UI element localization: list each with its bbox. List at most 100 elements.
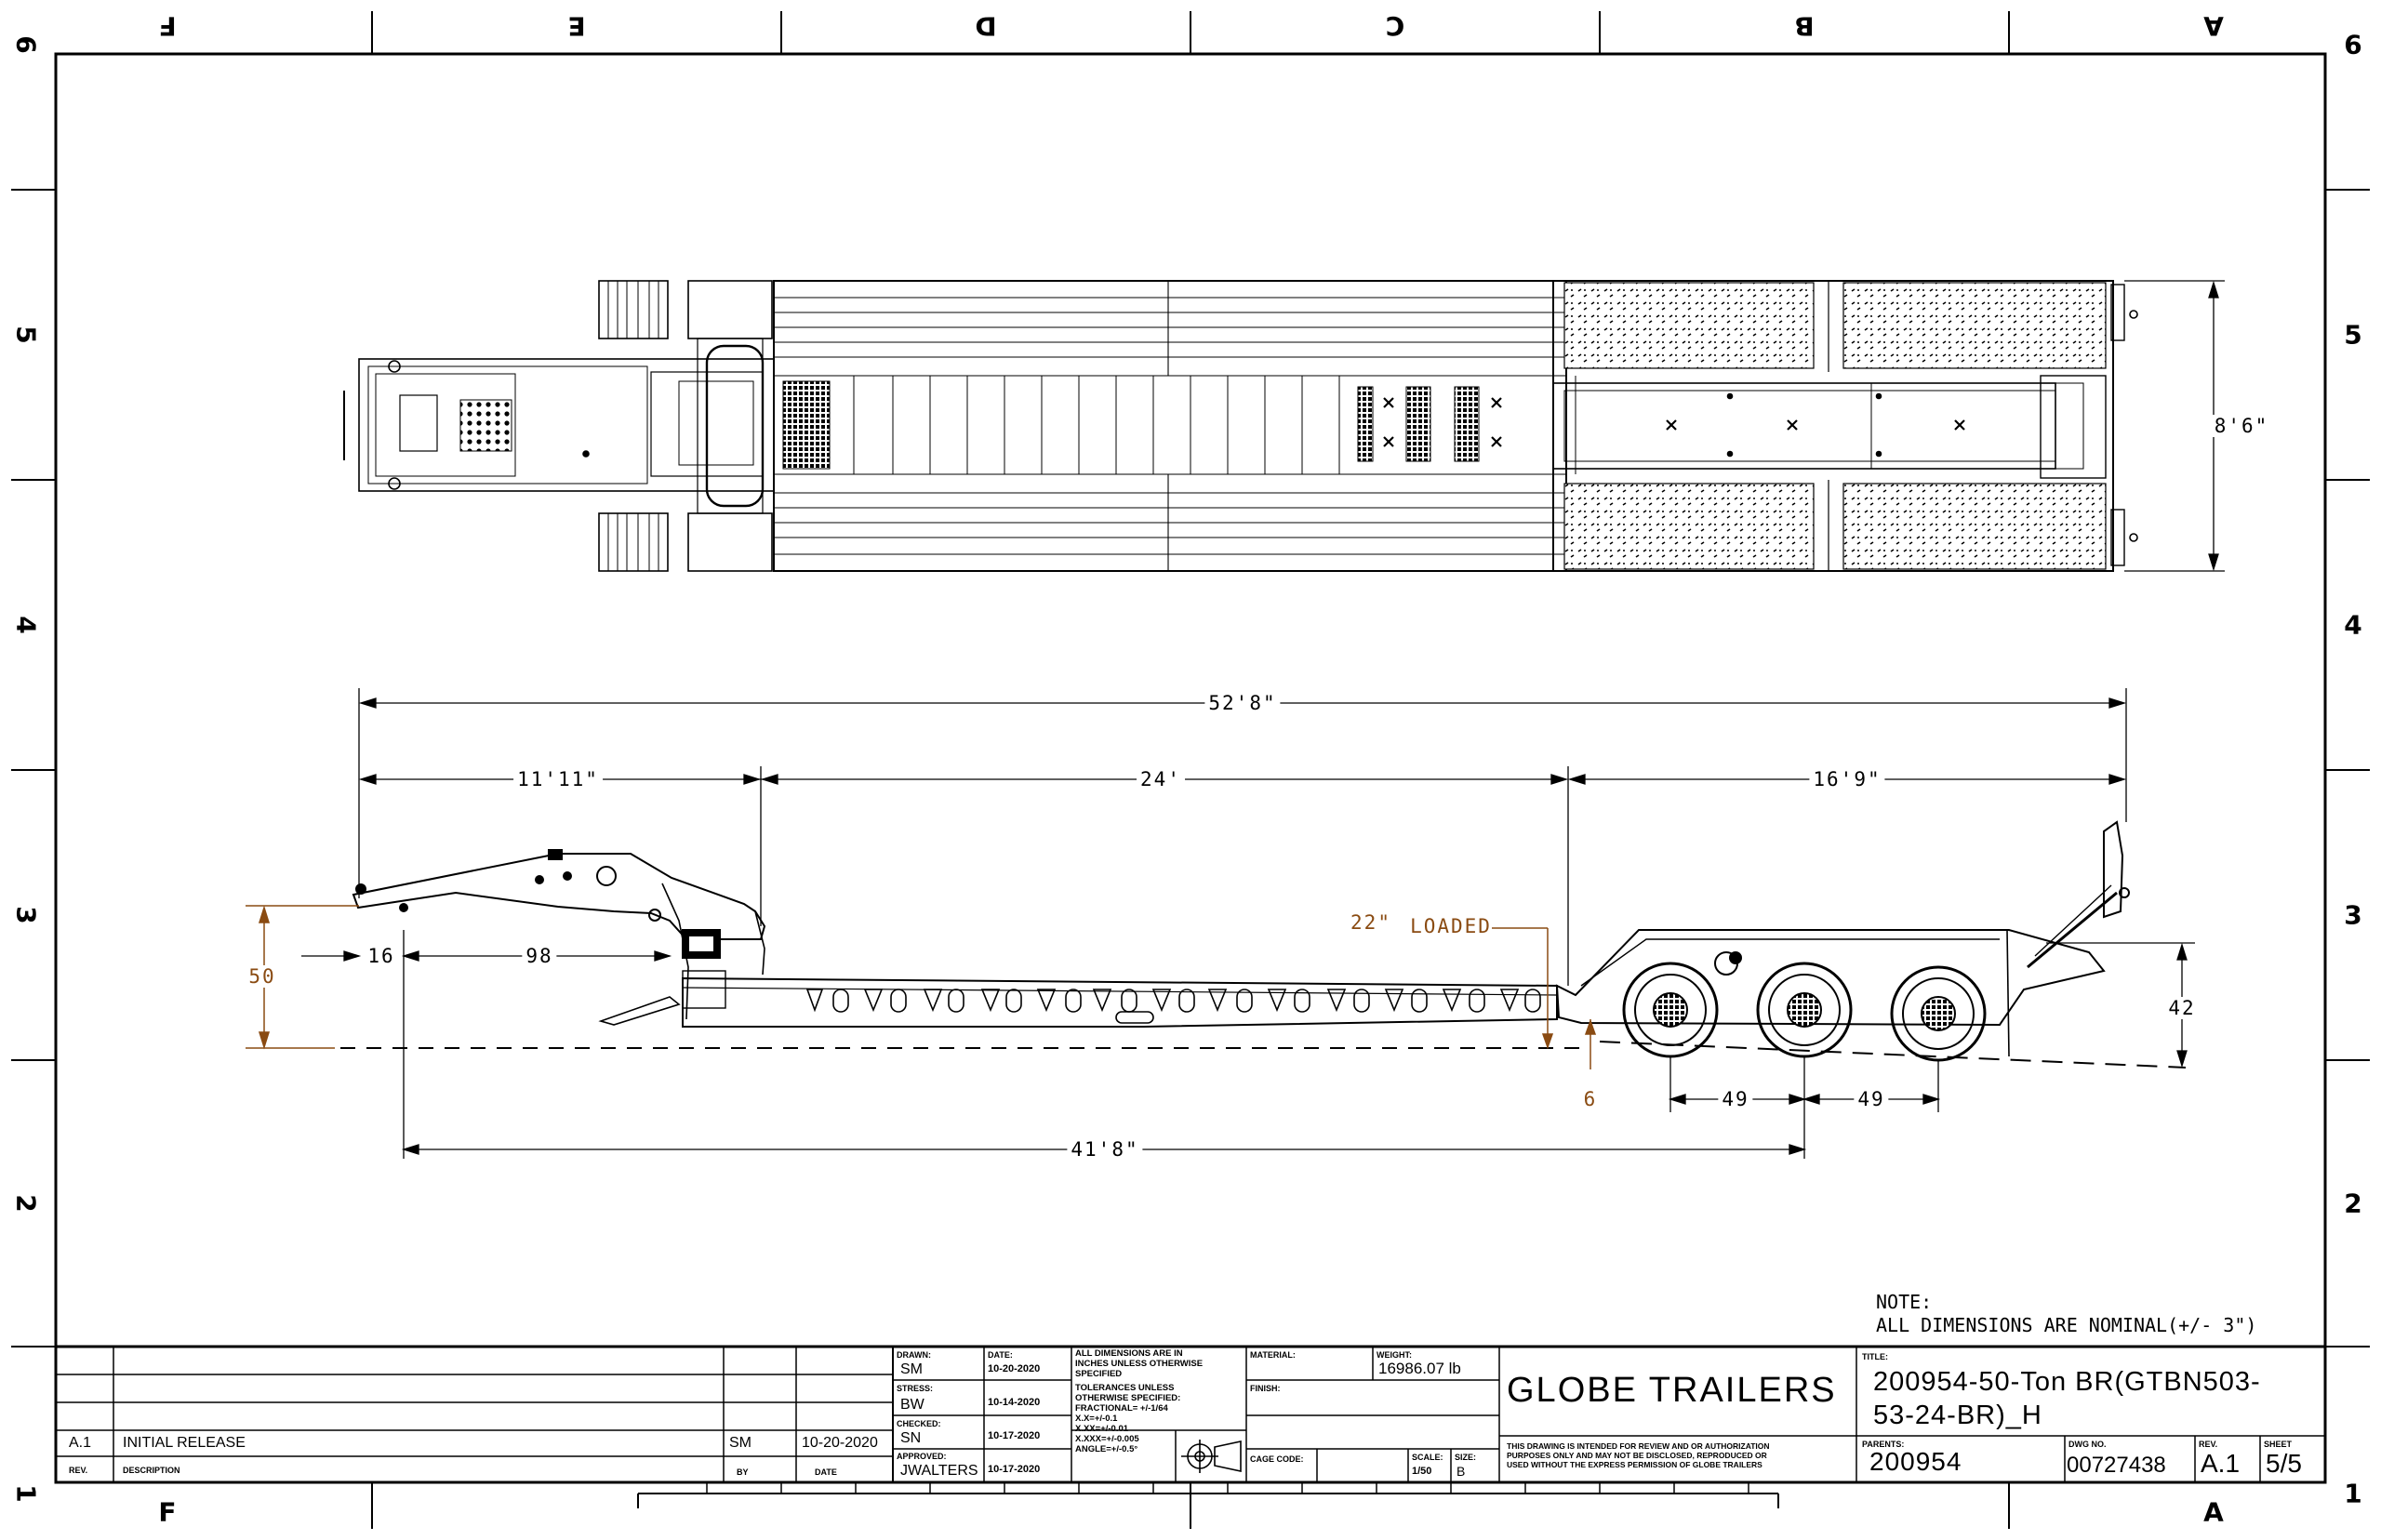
zone-row-left-5: 5 <box>10 325 42 344</box>
zone-col-top-f: F <box>158 10 177 42</box>
zone-row-right-1: 1 <box>2344 1478 2362 1509</box>
dim-width-label: 8'6" <box>2210 415 2273 437</box>
size-value: B <box>1457 1464 1466 1479</box>
dim-deck-label: 24' <box>1137 768 1185 790</box>
rev-header-date: DATE <box>815 1467 837 1477</box>
parents-value: 200954 <box>1869 1447 1962 1476</box>
wheel-rear <box>1890 965 1987 1062</box>
tolerance-note: ALL DIMENSIONS ARE IN INCHES UNLESS OTHE… <box>1075 1348 1203 1454</box>
parents-caption: PARENTS: <box>1862 1440 1905 1449</box>
date-caption: DATE: <box>988 1350 1013 1360</box>
rev-entry-by: SM <box>729 1435 752 1451</box>
approved-caption: APPROVED: <box>897 1452 947 1461</box>
finish-caption: FINISH: <box>1250 1384 1281 1393</box>
disclaimer: THIS DRAWING IS INTENDED FOR REVIEW AND … <box>1507 1441 1770 1469</box>
zone-col-top-d: D <box>975 10 997 42</box>
zone-row-left-6: 6 <box>10 35 42 54</box>
dim-overall-length-label: 52'8" <box>1204 692 1281 714</box>
disclaimer-line-3: USED WITHOUT THE EXPRESS PERMISSION OF G… <box>1507 1460 1762 1469</box>
zone-row-left-2: 2 <box>10 1194 42 1213</box>
zone-col-top-a: A <box>2203 10 2224 42</box>
weight-value: 16986.07 lb <box>1378 1360 1461 1377</box>
zone-col-top-c: C <box>1385 10 1405 42</box>
approved-value: JWALTERS <box>900 1463 978 1479</box>
zone-row-left-4: 4 <box>10 616 42 634</box>
dim-reach-label: 98 <box>522 945 557 967</box>
rev-entry-date: 10-20-2020 <box>802 1435 878 1451</box>
note-heading: NOTE: <box>1876 1291 1933 1313</box>
size-caption: SIZE: <box>1455 1453 1477 1462</box>
tolerance-line-7: X.X=+/-0.1 <box>1075 1414 1118 1424</box>
weight-caption: WEIGHT: <box>1377 1350 1412 1360</box>
cage-code-caption: CAGE CODE: <box>1250 1454 1304 1464</box>
rev-header-rev: REV. <box>69 1466 88 1475</box>
zone-row-right-6: 6 <box>2344 29 2362 60</box>
zone-row-left-1: 1 <box>10 1484 42 1503</box>
stress-date-value: 10-14-2020 <box>988 1397 1041 1408</box>
material-caption: MATERIAL: <box>1250 1350 1296 1360</box>
projection-symbol <box>1181 1440 1242 1473</box>
company-name: GLOBE TRAILERS <box>1507 1371 1837 1410</box>
tolerance-line-5: OTHERWISE SPECIFIED: <box>1075 1393 1181 1403</box>
dim-gooseneck-height-label: 50 <box>245 965 280 988</box>
tolerance-line-6: FRACTIONAL= +/-1/64 <box>1075 1403 1168 1414</box>
tolerance-line-9: X.XXX=+/-0.005 <box>1075 1434 1139 1444</box>
drawn-caption: DRAWN: <box>897 1350 931 1360</box>
zone-col-top-b: B <box>1794 10 1815 42</box>
checked-date-value: 10-17-2020 <box>988 1430 1041 1441</box>
drawn-value: SM <box>900 1361 923 1377</box>
rev-caption: REV. <box>2199 1440 2218 1449</box>
title-block-grid <box>54 1345 2327 1484</box>
general-note: NOTE: ALL DIMENSIONS ARE NOMINAL(+/- 3") <box>1876 1291 2256 1337</box>
approved-date-value: 10-17-2020 <box>988 1464 1041 1475</box>
scale-value: 1/50 <box>1412 1466 1432 1477</box>
dimension-lines <box>301 688 2195 1159</box>
disclaimer-line-1: THIS DRAWING IS INTENDED FOR REVIEW AND … <box>1507 1441 1770 1451</box>
scale-caption: SCALE: <box>1412 1453 1443 1462</box>
zone-row-right-3: 3 <box>2344 899 2362 931</box>
zone-row-right-5: 5 <box>2344 319 2362 351</box>
zone-col-bottom-a: A <box>2203 1496 2224 1528</box>
tolerance-line-3: SPECIFIED <box>1075 1369 1123 1379</box>
zone-row-left-3: 3 <box>10 906 42 924</box>
dim-offset-label: 16 <box>364 945 399 967</box>
wheel-middle <box>1756 962 1853 1058</box>
dim-rear-label: 16'9" <box>1809 768 1885 790</box>
title-caption: TITLE: <box>1862 1352 1888 1361</box>
dim-axle-spacing-1-label: 49 <box>1718 1088 1753 1110</box>
zone-col-top-e: E <box>567 10 586 42</box>
rev-entry-description: INITIAL RELEASE <box>123 1435 246 1451</box>
drawing-title-line-2: 53-24-BR)_H <box>1873 1401 2042 1430</box>
zone-col-bottom-f: F <box>158 1496 177 1528</box>
sheet-value: 5/5 <box>2266 1449 2302 1478</box>
drawing-title: 200954-50-Ton BR(GTBN503- 53-24-BR)_H <box>1873 1365 2261 1432</box>
zone-row-right-2: 2 <box>2344 1188 2362 1219</box>
disclaimer-line-2: PURPOSES ONLY AND MAY NOT BE DISCLOSED, … <box>1507 1451 1767 1460</box>
tolerance-line-1: ALL DIMENSIONS ARE IN <box>1075 1348 1183 1359</box>
rev-header-description: DESCRIPTION <box>123 1466 180 1475</box>
dim-tail-height-label: 42 <box>2164 997 2200 1019</box>
top-view <box>343 280 2138 572</box>
checked-caption: CHECKED: <box>897 1419 941 1428</box>
ground-lines <box>340 1041 2187 1069</box>
drawn-date-value: 10-20-2020 <box>988 1363 1041 1374</box>
dim-loaded-height-label: 22" <box>1350 911 1391 934</box>
dwg-no-caption: DWG NO. <box>2068 1440 2107 1449</box>
dim-axle-spacing-2-label: 49 <box>1854 1088 1889 1110</box>
dim-loaded-note-label: LOADED <box>1410 915 1492 937</box>
sheet-caption: SHEET <box>2264 1440 2293 1449</box>
note-text: ALL DIMENSIONS ARE NOMINAL(+/- 3") <box>1876 1314 2257 1336</box>
tolerance-line-10: ANGLE=+/-0.5° <box>1075 1444 1138 1454</box>
drawing-title-line-1: 200954-50-Ton BR(GTBN503- <box>1873 1367 2261 1397</box>
tolerance-line-8: X.XX=+/-0.01 <box>1075 1424 1129 1434</box>
side-view <box>352 820 2130 1062</box>
rev-header-by: BY <box>737 1467 749 1477</box>
rev-entry-rev: A.1 <box>69 1435 92 1451</box>
tolerance-line-2: INCHES UNLESS OTHERWISE <box>1075 1359 1204 1369</box>
checked-value: SN <box>900 1430 922 1446</box>
dim-clearance-label: 6 <box>1583 1088 1598 1110</box>
tolerance-line-4: TOLERANCES UNLESS <box>1075 1383 1175 1393</box>
stress-caption: STRESS: <box>897 1384 934 1393</box>
